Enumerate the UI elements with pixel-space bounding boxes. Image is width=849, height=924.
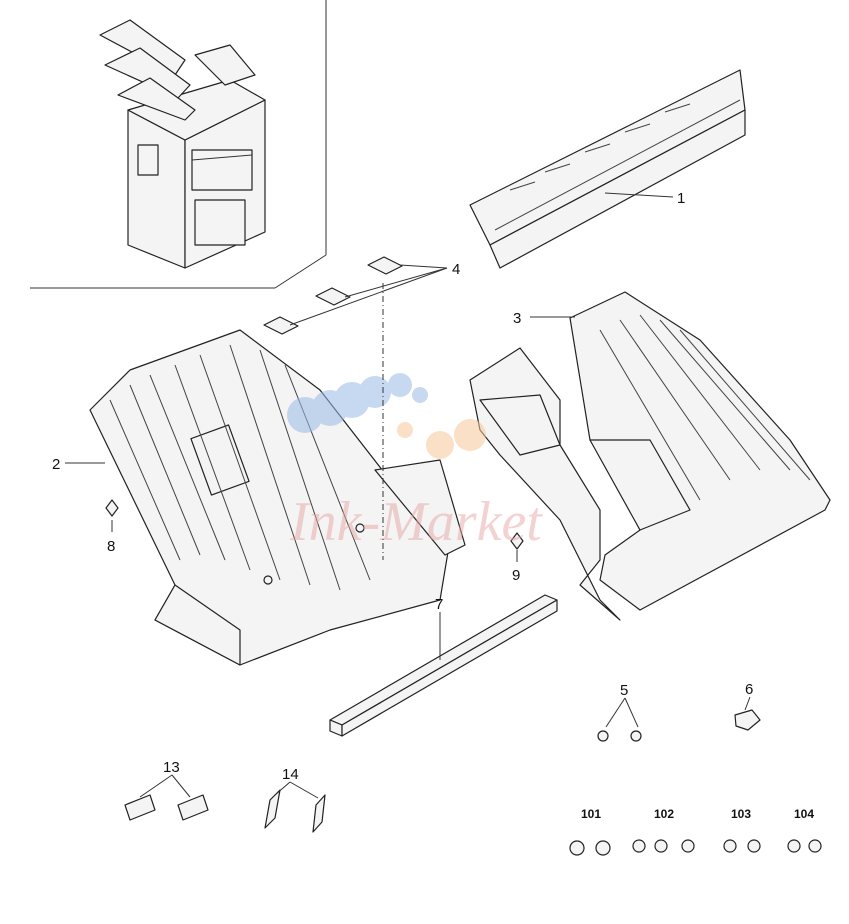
finisher-unit-inset bbox=[99, 19, 266, 269]
callout-104: 104 bbox=[794, 807, 814, 821]
callout-101: 101 bbox=[581, 807, 601, 821]
callout-7: 7 bbox=[435, 596, 443, 613]
callout-2: 2 bbox=[52, 456, 60, 473]
callout-5: 5 bbox=[620, 682, 628, 699]
screws-and-clamp bbox=[597, 709, 761, 742]
callout-1: 1 bbox=[677, 190, 685, 207]
long-bar bbox=[329, 594, 558, 737]
callout-3: 3 bbox=[513, 310, 521, 327]
watermark-text: Ink-Market bbox=[289, 491, 543, 553]
main-tray bbox=[89, 329, 466, 666]
callout-102: 102 bbox=[654, 807, 674, 821]
small-labels-parts bbox=[105, 499, 524, 550]
lower-plate bbox=[469, 347, 621, 621]
callout-13: 13 bbox=[163, 759, 180, 776]
callout-103: 103 bbox=[731, 807, 751, 821]
callout-6: 6 bbox=[745, 681, 753, 698]
upper-tray bbox=[569, 291, 831, 611]
callout-8: 8 bbox=[107, 538, 115, 555]
rail-bracket bbox=[469, 69, 746, 269]
pads bbox=[263, 256, 403, 335]
hardware-set bbox=[569, 839, 822, 856]
clips bbox=[124, 789, 326, 833]
leader-lines bbox=[65, 192, 751, 799]
inset-frame bbox=[30, 0, 327, 289]
callout-14: 14 bbox=[282, 766, 299, 783]
callout-4: 4 bbox=[452, 261, 460, 278]
callout-9: 9 bbox=[512, 567, 520, 584]
